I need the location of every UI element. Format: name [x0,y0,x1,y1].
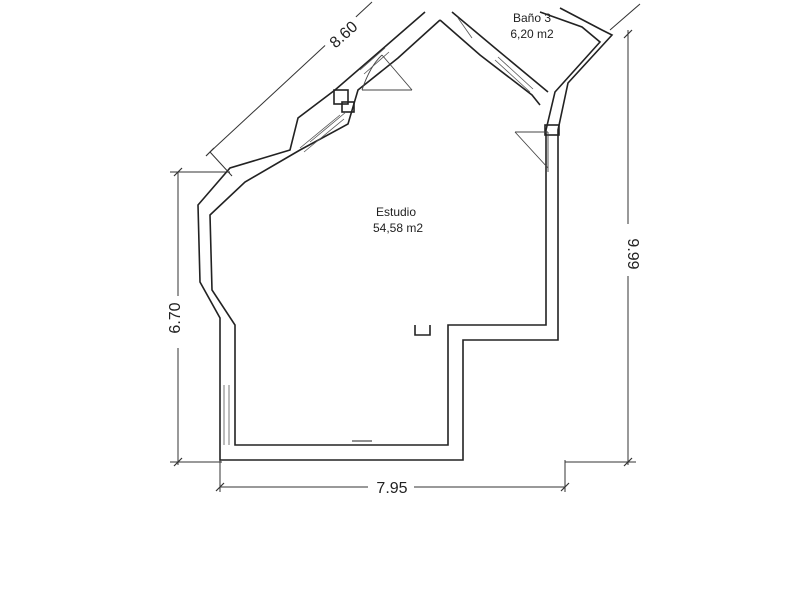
bath-wall [439,19,541,106]
window-upper-1 [359,47,386,71]
door-right-swing [514,131,549,169]
dim-top-label-bg [319,11,367,57]
dim-right-tick-bot [623,457,633,467]
door-top-swing [381,54,413,91]
dim-right-tick-top [623,29,633,39]
dim-bottom-tick-left [215,482,225,492]
door-top-arc [361,54,383,91]
bath-slider-1 [494,59,531,93]
dim-bottom-label-bg [368,478,414,496]
room-estudio-area: 54,58 m2 [373,221,423,235]
bath-slider-2 [497,56,534,90]
window-diag-2 [303,118,345,153]
bath-slider-3 [457,17,473,39]
window-upper-2 [363,51,390,75]
bath-wall-inner [451,11,549,93]
wall-notch [414,325,431,336]
openings [223,17,549,445]
dim-topright-line [609,3,641,31]
dim-top-tick [205,147,215,157]
window-diag-1 [299,114,341,149]
dim-left-label: 6.70 [167,302,184,333]
dim-left-label-bg [166,296,190,348]
dim-bottom-label: 7.95 [376,480,407,497]
dim-right-label-bg [616,224,640,276]
pillar-2 [341,101,355,113]
window-diag-3 [309,111,347,143]
dim-bottom-tick-right [560,482,570,492]
room-bath: Baño 3 6,20 m2 [510,11,554,41]
inner-wall [209,11,602,446]
room-bath-name: Baño 3 [513,11,551,25]
dim-left-tick-top [173,167,183,177]
room-estudio: Estudio 54,58 m2 [373,205,423,235]
pillar-3 [544,124,560,136]
pillar-1 [333,89,349,105]
room-estudio-name: Estudio [376,205,416,219]
dim-left-tick-bot [173,457,183,467]
dim-right-label: 9.99 [624,238,641,269]
room-bath-area: 6,20 m2 [510,27,554,41]
